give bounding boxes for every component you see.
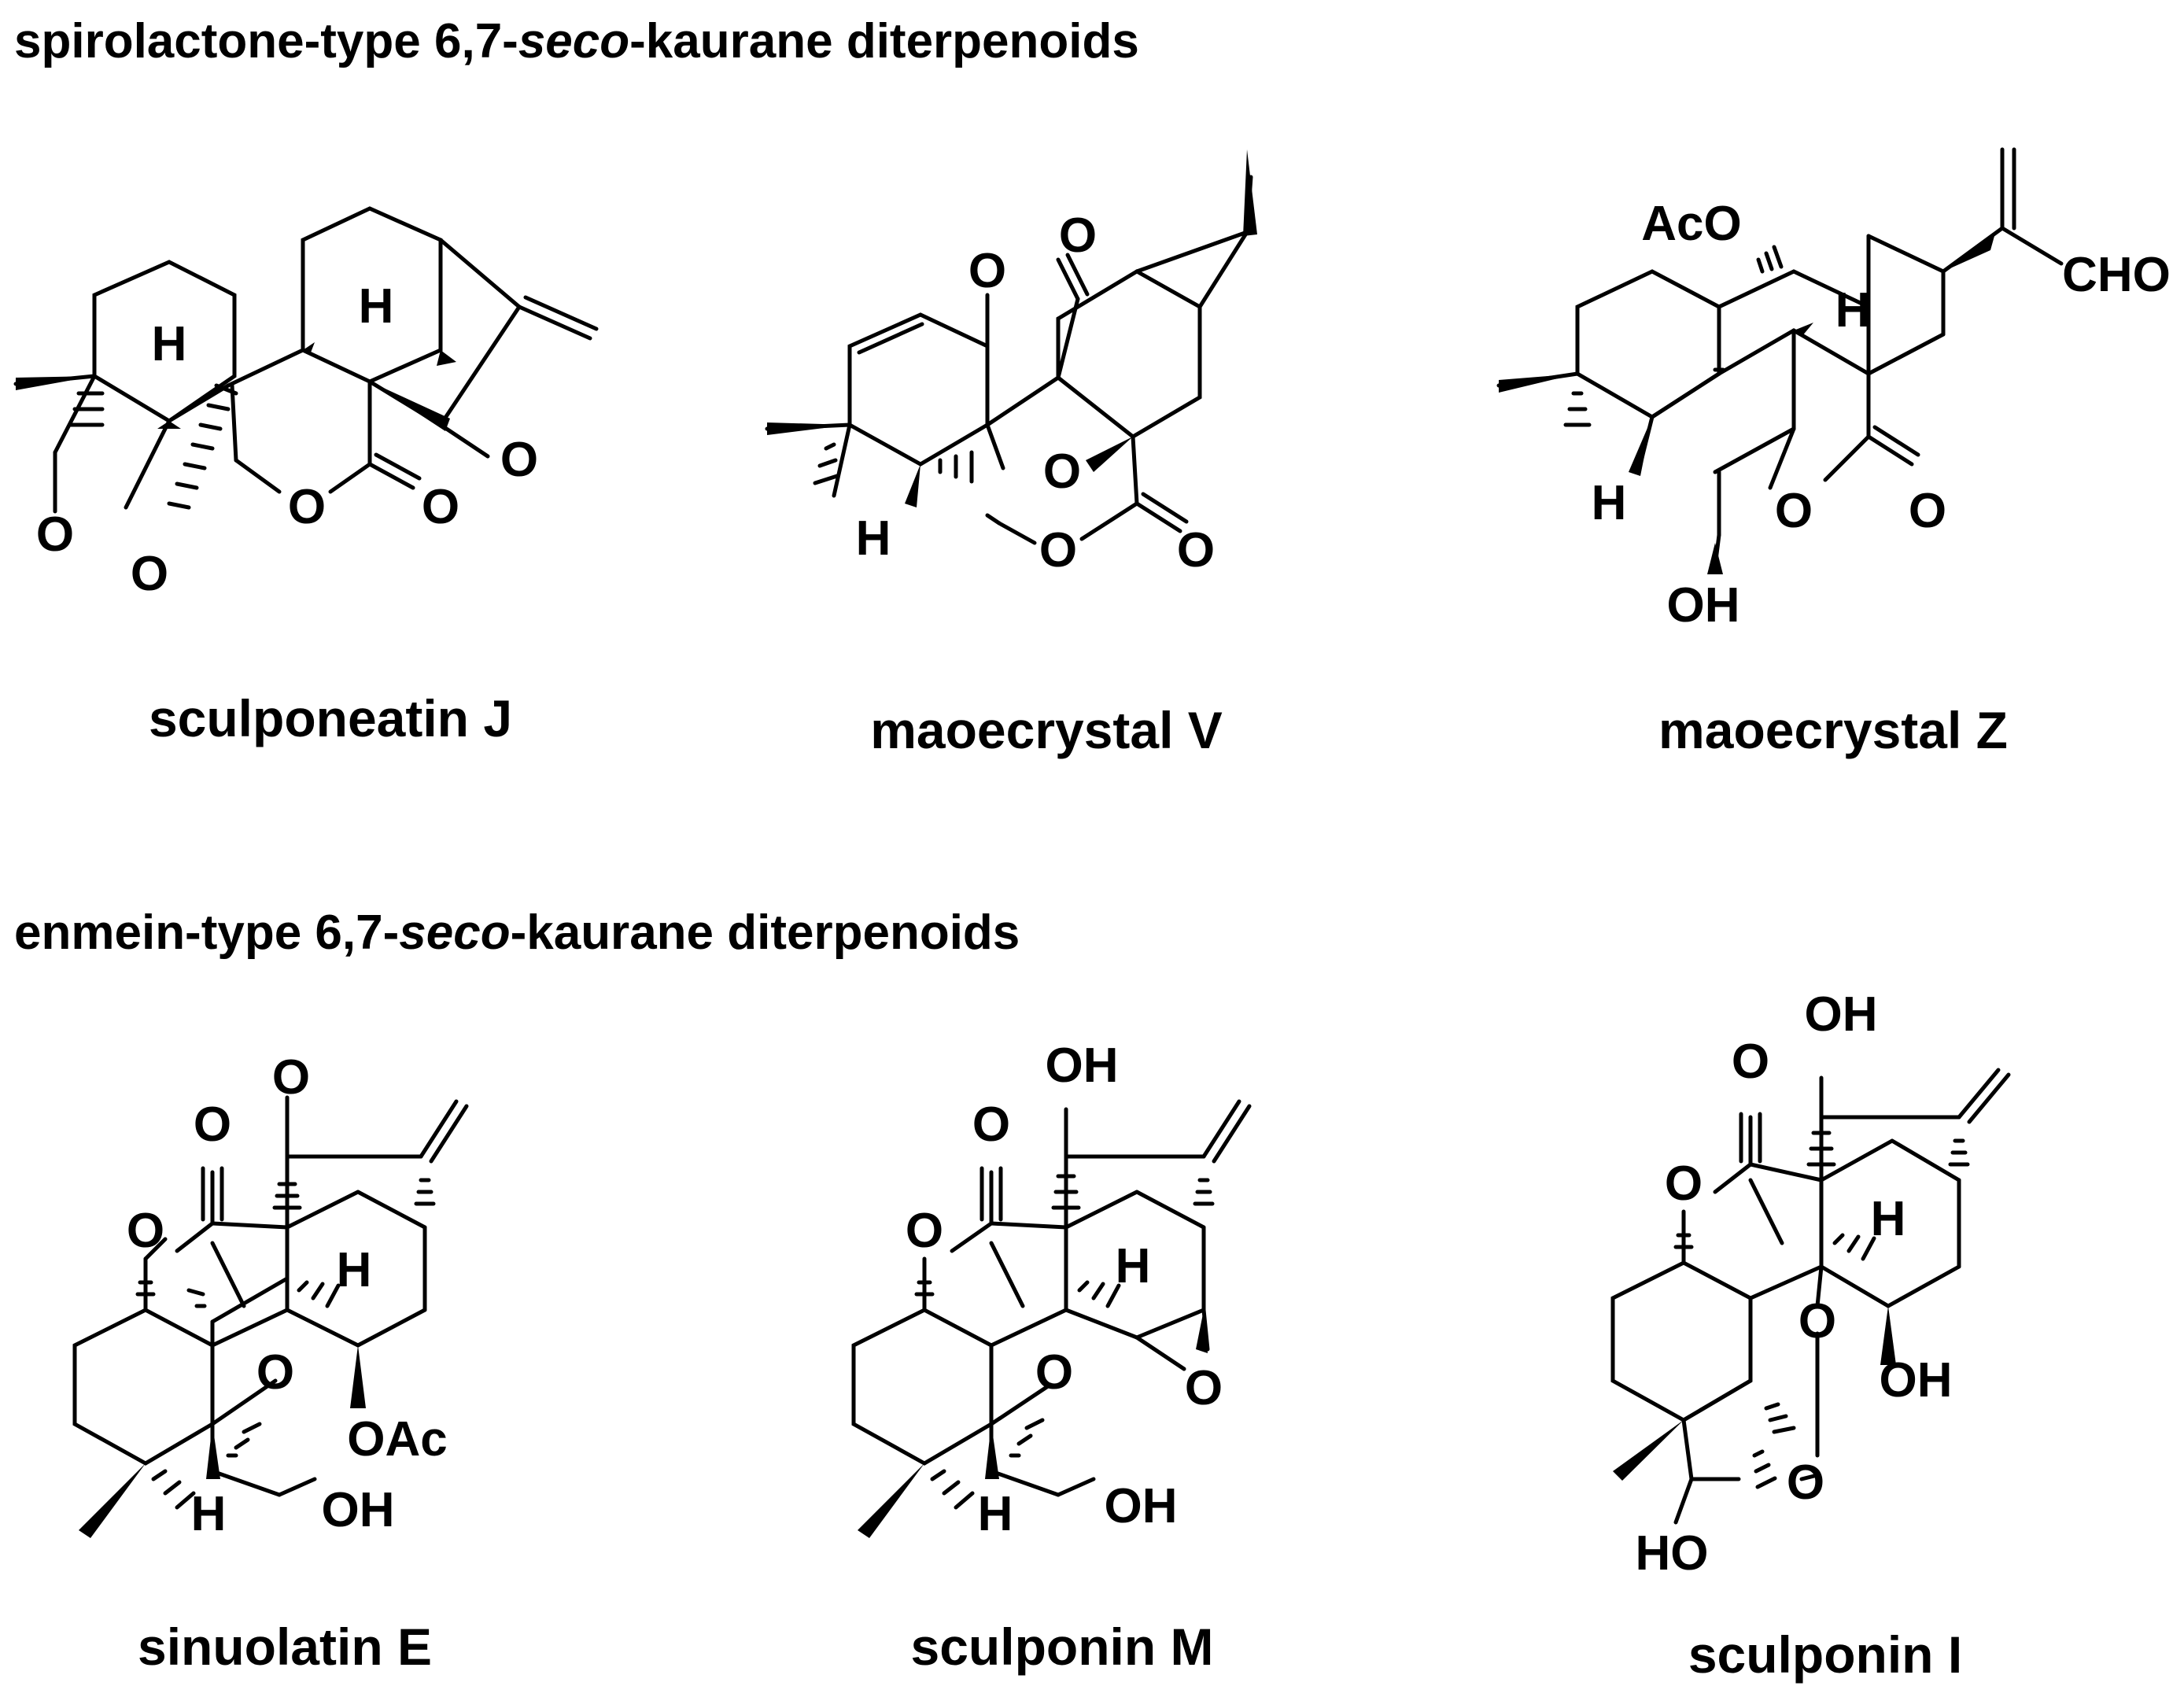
atom-label: O: [906, 1204, 943, 1258]
compound-name-sinuolatin-e: sinuolatin E: [137, 1618, 433, 1676]
atom-label: O: [288, 480, 326, 534]
compound-name-maoecrystal-v: maoecrystal V: [870, 701, 1223, 759]
atom-label: O: [1787, 1455, 1824, 1510]
compound-name-sculponin-m: sculponin M: [910, 1618, 1214, 1676]
atom-label: OH: [322, 1483, 395, 1537]
heading-italic: seco: [518, 14, 630, 68]
atom-label: O: [272, 1050, 310, 1105]
atom-label: O: [500, 433, 538, 487]
atom-label: O: [1732, 1035, 1769, 1089]
heading-prefix: enmein-type 6,7-: [14, 906, 400, 960]
atom-label: O: [194, 1098, 231, 1152]
atom-label: O: [127, 1204, 164, 1258]
atom-label: OH: [1667, 578, 1740, 633]
atom-label: H: [1835, 283, 1871, 338]
atom-label: O: [1909, 484, 1946, 538]
atom-label: H: [191, 1487, 227, 1541]
atom-label: H: [152, 317, 187, 371]
atom-label: H: [1871, 1192, 1906, 1246]
atom-label: H: [978, 1487, 1013, 1541]
compound-name-sculponeatin-j: sculponeatin J: [148, 689, 513, 747]
atom-label: H: [1116, 1239, 1151, 1293]
atom-label: O: [1665, 1157, 1703, 1211]
atom-label: O: [1035, 1345, 1073, 1400]
compound-name-maoecrystal-z: maoecrystal Z: [1658, 701, 2008, 759]
atom-label: O: [1775, 484, 1813, 538]
atom-label: H: [337, 1243, 372, 1297]
atom-label: O: [422, 480, 459, 534]
atom-label: O: [972, 1098, 1010, 1152]
atom-label: O: [131, 547, 168, 601]
atom-label: OH: [1105, 1479, 1178, 1533]
atom-label: AcO: [1641, 197, 1741, 251]
atom-label: O: [1798, 1294, 1836, 1348]
section-heading-spirolactone: spirolactone-type 6,7-seco-kaurane diter…: [14, 17, 1139, 66]
atom-label: HO: [1636, 1526, 1709, 1581]
heading-prefix: spirolactone-type 6,7-: [14, 14, 518, 68]
atom-label: OH: [1880, 1353, 1953, 1407]
atom-label: O: [1177, 523, 1215, 577]
heading-suffix: -kaurane diterpenoids: [510, 906, 1020, 960]
atom-label: OH: [1046, 1039, 1119, 1093]
atom-label: O: [1043, 445, 1081, 499]
atom-label: H: [1592, 476, 1627, 530]
atom-label: H: [359, 279, 394, 334]
atom-label: O: [968, 244, 1006, 298]
heading-italic: seco: [399, 906, 511, 960]
atom-label: CHO: [2062, 248, 2171, 302]
atom-label: OH: [1805, 987, 1878, 1042]
atom-label: O: [1059, 208, 1097, 263]
atom-label: O: [1185, 1361, 1223, 1415]
section-heading-enmein: enmein-type 6,7-seco-kaurane diterpenoid…: [14, 909, 1020, 957]
atom-label: H: [856, 511, 891, 566]
atom-label: OAc: [347, 1412, 447, 1466]
compound-name-sculponin-i: sculponin I: [1688, 1625, 1963, 1684]
atom-label: O: [256, 1345, 294, 1400]
atom-label: O: [1039, 523, 1077, 577]
atom-label: O: [36, 507, 74, 562]
heading-suffix: -kaurane diterpenoids: [629, 14, 1139, 68]
